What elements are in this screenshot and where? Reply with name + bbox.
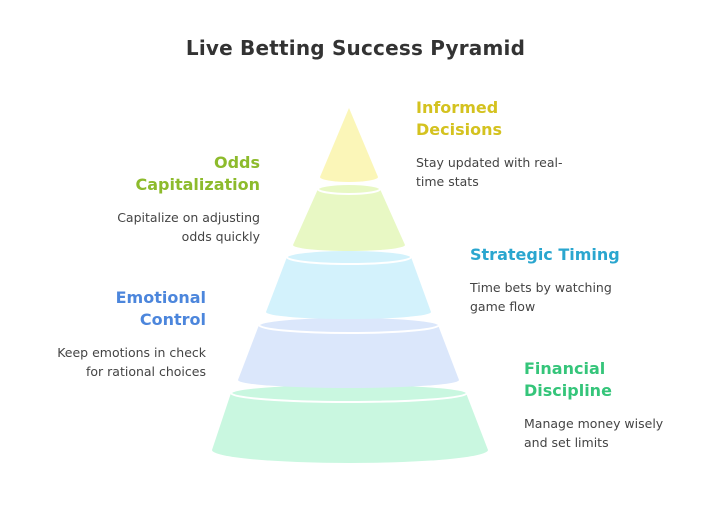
level-description-line: odds quickly: [181, 229, 260, 244]
pyramid-level-emotional: [238, 316, 459, 389]
level-label-line: Informed: [416, 98, 499, 117]
label-block-informed: Informed Decisions Stay updated with rea…: [416, 97, 563, 191]
label-block-strategic: Strategic Timing Time bets by watching g…: [470, 244, 620, 316]
level-description-line: time stats: [416, 174, 479, 189]
level-description-line: and set limits: [524, 435, 609, 450]
level-description-line: Stay updated with real-: [416, 155, 563, 170]
level-label-line: Strategic Timing: [470, 245, 620, 264]
pyramid-level-strategic: [266, 249, 431, 320]
level-label-line: Emotional: [115, 288, 206, 307]
level-description-line: Keep emotions in check: [57, 345, 206, 360]
pyramid-level-informed: [320, 108, 378, 182]
label-block-emotional: Emotional Control Keep emotions in check…: [20, 287, 206, 381]
pyramid-level-odds: [293, 183, 405, 251]
level-description-line: for rational choices: [85, 364, 206, 379]
level-label-line: Discipline: [524, 381, 612, 400]
level-label-line: Control: [139, 310, 206, 329]
level-label-line: Financial: [524, 359, 606, 378]
level-label-line: Decisions: [416, 120, 503, 139]
label-block-odds: Odds Capitalization Capitalize on adjust…: [60, 152, 260, 246]
level-description-line: Time bets by watching: [470, 280, 612, 295]
pyramid-level-financial: [212, 383, 488, 463]
level-label-line: Odds: [213, 153, 260, 172]
diagram-title: Live Betting Success Pyramid: [185, 36, 526, 60]
level-description-line: Capitalize on adjusting: [117, 210, 260, 225]
level-description-line: game flow: [470, 299, 536, 314]
level-description-line: Manage money wisely: [524, 416, 664, 431]
label-block-financial: Financial Discipline Manage money wisely…: [524, 358, 663, 452]
level-label-line: Capitalization: [135, 175, 260, 194]
